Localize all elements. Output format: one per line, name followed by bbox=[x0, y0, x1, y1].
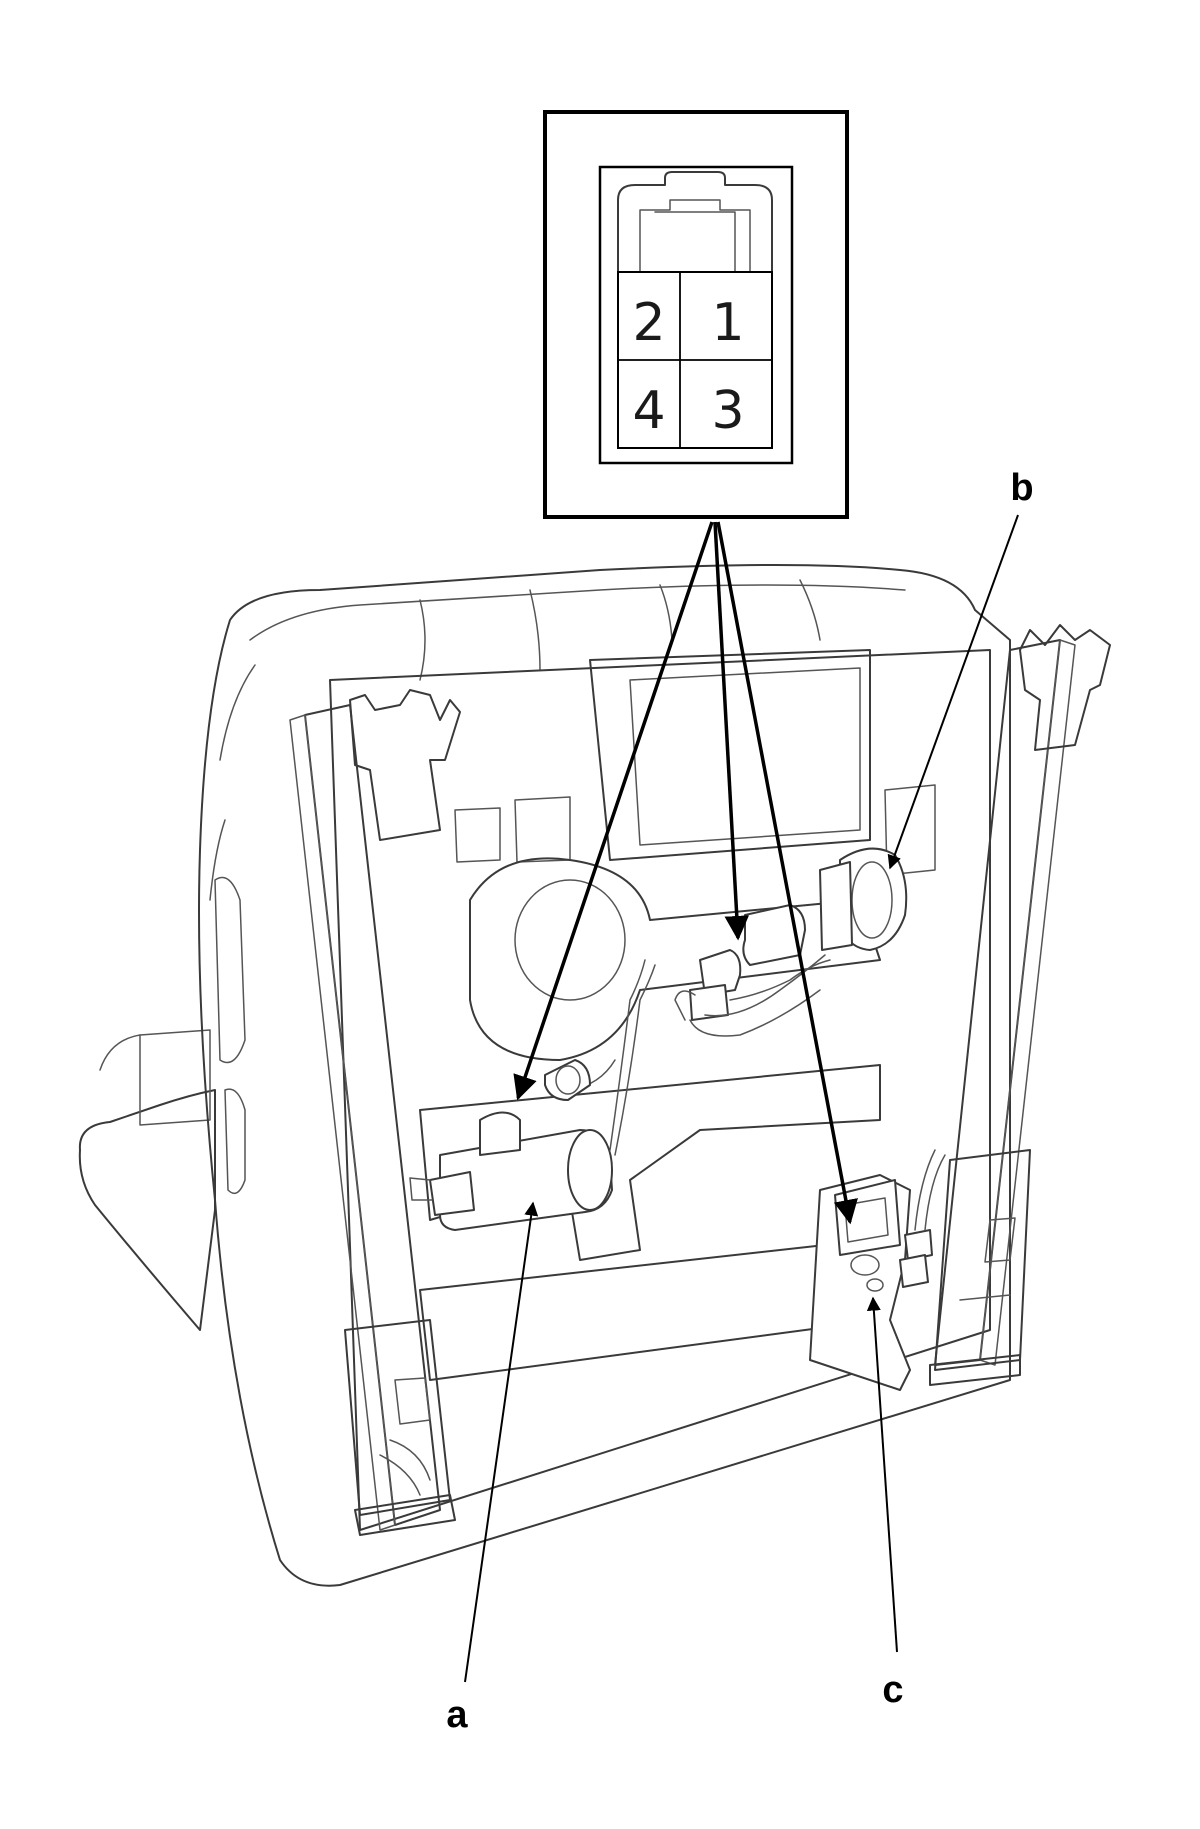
back-panel bbox=[329, 649, 991, 1531]
leader-c bbox=[866, 1296, 898, 1653]
connector-pin-1: 1 bbox=[711, 293, 744, 353]
leader-a bbox=[464, 1201, 539, 1683]
seat-back-illustration bbox=[78, 564, 1111, 1587]
seat-back-shell bbox=[198, 564, 1011, 1587]
arrow-to-component-c bbox=[716, 521, 858, 1225]
arrow-to-component-b bbox=[713, 521, 750, 941]
callout-label-b: b bbox=[1010, 467, 1033, 509]
connector-pin-4: 4 bbox=[632, 381, 665, 441]
component-a-actuator bbox=[409, 959, 656, 1231]
leader-b bbox=[887, 514, 1019, 870]
callout-leaders bbox=[464, 514, 1019, 1683]
connector-pointer-arrows bbox=[513, 521, 858, 1225]
connector-latch bbox=[617, 171, 773, 273]
seat-cushion bbox=[78, 1089, 216, 1331]
callout-label-a: a bbox=[446, 1694, 468, 1736]
arrow-to-component-a bbox=[513, 521, 714, 1101]
callout-label-c: c bbox=[882, 1669, 903, 1711]
connector-pin-2: 2 bbox=[632, 293, 665, 353]
connector-inset: 2 1 4 3 bbox=[543, 110, 849, 519]
connector-pin-3: 3 bbox=[711, 381, 744, 441]
component-b-motor bbox=[674, 847, 908, 1037]
